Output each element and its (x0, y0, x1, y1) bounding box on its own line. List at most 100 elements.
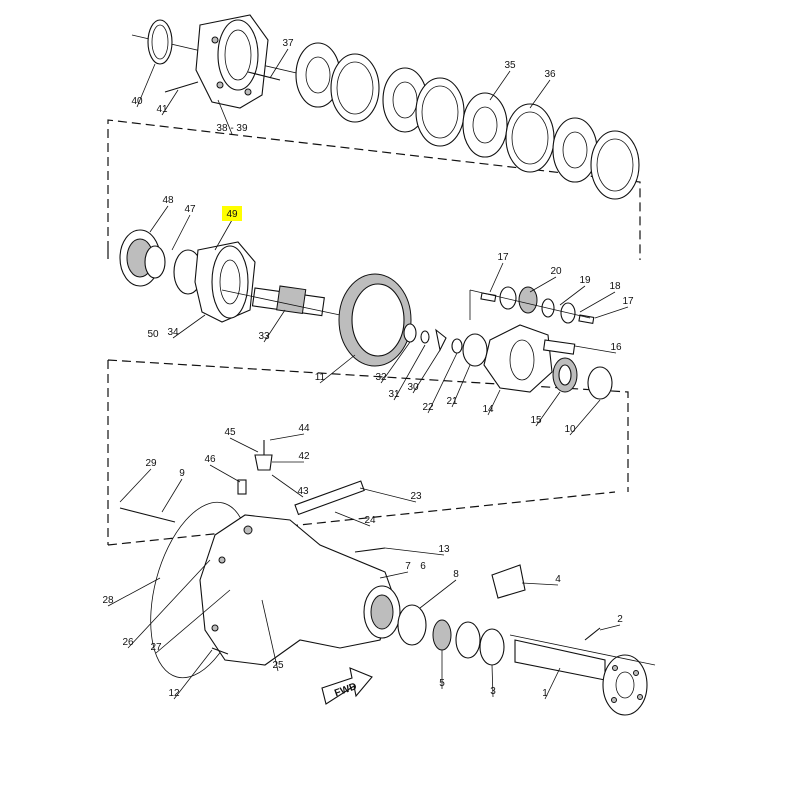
callout-50[interactable]: 50 (147, 329, 159, 340)
callout-7[interactable]: 7 (405, 561, 411, 572)
ring-3a (455, 621, 481, 659)
callout-18[interactable]: 18 (609, 281, 621, 292)
callout-number: 27 (150, 642, 162, 653)
leader-line-22 (427, 352, 458, 414)
leader-line-24 (334, 511, 371, 527)
callout-43[interactable]: 43 (297, 486, 309, 497)
callout-number: 48 (162, 195, 174, 206)
callout-number: 3 (490, 686, 496, 697)
callout-number: 29 (145, 458, 157, 469)
callout-number: 6 (420, 561, 426, 572)
leader-line-7 (379, 571, 409, 579)
leader-line-21 (451, 364, 471, 408)
bracket-17-18 (469, 289, 591, 320)
callout-2[interactable]: 2 (617, 614, 623, 625)
callout-16[interactable]: 16 (610, 342, 622, 353)
callout-40[interactable]: 40 (131, 96, 143, 107)
callout-number: 15 (530, 415, 542, 426)
callout-31[interactable]: 31 (388, 389, 400, 400)
callout-24[interactable]: 24 (364, 515, 376, 526)
leader-line-19 (559, 285, 586, 306)
callout-number: 9 (179, 468, 185, 479)
axle-housing (199, 514, 401, 666)
callout-5[interactable]: 5 (439, 678, 445, 689)
callout-48[interactable]: 48 (162, 195, 174, 206)
callout-46[interactable]: 46 (204, 454, 216, 465)
callout-number: 14 (482, 404, 494, 415)
leader-line-14 (487, 389, 501, 416)
callout-41[interactable]: 41 (156, 104, 168, 115)
callout-42[interactable]: 42 (298, 451, 310, 462)
ring-gear-11 (338, 273, 412, 367)
callout-23[interactable]: 23 (410, 491, 422, 502)
callout-number: 43 (297, 486, 309, 497)
callout-15[interactable]: 15 (530, 415, 542, 426)
group-outline-middle-top (107, 250, 629, 545)
callout-number: 47 (184, 204, 196, 215)
leader-line-20 (529, 276, 557, 293)
callout-37[interactable]: 37 (282, 38, 294, 49)
callout-6[interactable]: 6 (420, 561, 426, 572)
callout-33[interactable]: 33 (258, 331, 270, 342)
callout-9[interactable]: 9 (179, 468, 185, 479)
callout-13[interactable]: 13 (438, 544, 450, 555)
clip-4 (491, 564, 526, 599)
callout-number: 7 (405, 561, 411, 572)
callout-47[interactable]: 47 (184, 204, 196, 215)
leader-line-34 (172, 314, 206, 339)
callout-20[interactable]: 20 (550, 266, 562, 277)
clutch-disc-pack (295, 42, 640, 200)
leader-line-18 (579, 291, 616, 313)
callout-14[interactable]: 14 (482, 404, 494, 415)
callout-27[interactable]: 27 (150, 642, 162, 653)
callout-1[interactable]: 1 (542, 688, 548, 699)
callout-26[interactable]: 26 (122, 637, 134, 648)
callout-32[interactable]: 32 (375, 372, 387, 383)
leader-line-23 (359, 487, 417, 503)
callout-29[interactable]: 29 (145, 458, 157, 469)
callout-8[interactable]: 8 (453, 569, 459, 580)
callout-number: 12 (168, 688, 180, 699)
leader-line-8 (419, 579, 457, 609)
callout-11[interactable]: 11 (315, 372, 326, 383)
callout-19[interactable]: 19 (579, 275, 591, 286)
bearing-15 (552, 357, 578, 393)
leader-line-13 (384, 547, 445, 556)
callout-number: 8 (453, 569, 459, 580)
callout-44[interactable]: 44 (298, 423, 310, 434)
leader-line-4 (521, 582, 559, 586)
callout-45[interactable]: 45 (224, 427, 236, 438)
leader-line-35 (489, 70, 511, 101)
callout-38-39[interactable]: 38 - 39 (216, 123, 248, 134)
callout-3[interactable]: 3 (490, 686, 496, 697)
callout-17[interactable]: 17 (497, 252, 509, 263)
bolt-2 (584, 627, 601, 641)
callout-30[interactable]: 30 (407, 382, 419, 393)
callout-17[interactable]: 17 (622, 296, 634, 307)
callout-36[interactable]: 36 (544, 69, 556, 80)
axis-line-lower (509, 634, 656, 666)
callout-10[interactable]: 10 (564, 424, 576, 435)
leader-line-30 (412, 349, 441, 394)
leader-line-40 (136, 63, 156, 108)
callout-number: 2 (617, 614, 623, 625)
callout-number: 40 (131, 96, 143, 107)
callout-22[interactable]: 22 (422, 402, 434, 413)
callout-4[interactable]: 4 (555, 574, 561, 585)
callout-labels: 1234567891011121314151617171819202122232… (102, 38, 634, 699)
side-gear-subassembly (480, 286, 595, 324)
callout-35[interactable]: 35 (504, 60, 516, 71)
callout-49[interactable]: 49 (222, 206, 242, 221)
piston-housing-38-39 (195, 14, 269, 109)
callout-number: 24 (364, 515, 376, 526)
washer-32 (403, 323, 417, 343)
leader-line-33 (263, 309, 286, 343)
callout-21[interactable]: 21 (446, 396, 458, 407)
callout-12[interactable]: 12 (168, 688, 180, 699)
snap-ring-40-inner (151, 24, 169, 60)
callout-25[interactable]: 25 (272, 660, 284, 671)
callout-34[interactable]: 34 (167, 327, 179, 338)
callout-28[interactable]: 28 (102, 595, 114, 606)
